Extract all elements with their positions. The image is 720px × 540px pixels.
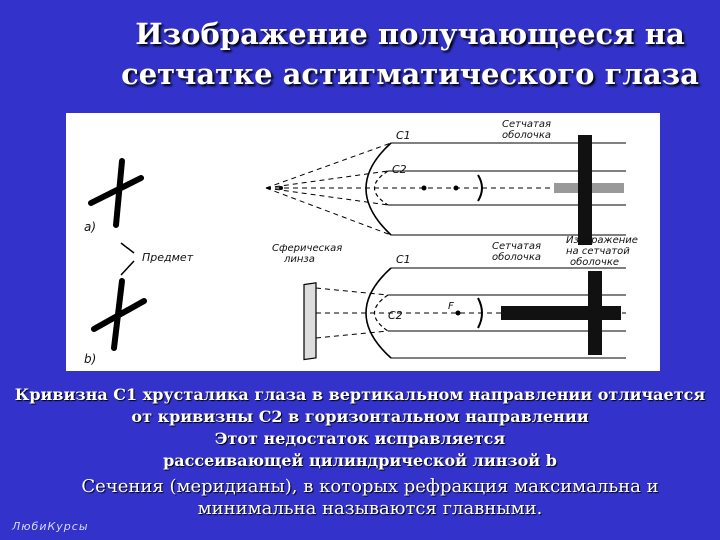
caption-line-1: Кривизна C1 хрусталика глаза в вертикаль…	[14, 385, 706, 404]
label-c1-top: C1	[396, 129, 411, 142]
label-a: a)	[84, 220, 96, 234]
object-cross-a	[88, 158, 144, 228]
image-band-bottom	[501, 306, 621, 320]
label-image-2: на сетчатой	[566, 246, 630, 257]
label-f: F	[448, 301, 454, 312]
image-bar-bottom	[588, 271, 602, 355]
label-retina-top-2: оболочка	[502, 129, 551, 141]
cylinder-lens	[303, 282, 317, 361]
retina-top	[477, 174, 483, 202]
pointer-line-b	[120, 260, 135, 276]
diagram-svg: C1 C2 Сетчатая оболочка a) Предмет Сфери…	[84, 119, 638, 366]
site-logo: ЛюбиКурсы	[12, 520, 89, 533]
image-bar-top	[578, 135, 592, 245]
note: Сечения (меридианы), в которых рефракция…	[20, 476, 720, 520]
label-lens-2: линза	[283, 254, 315, 265]
label-retina-top-1: Сетчатая	[502, 119, 551, 130]
pointer-line-a	[120, 242, 135, 254]
label-image-1: Изображение	[566, 234, 638, 246]
object-cross-b	[91, 278, 147, 351]
title-line-1: Изображение получающееся на	[135, 17, 685, 51]
focus-point-f	[455, 310, 461, 316]
c1-curve-top	[365, 142, 392, 236]
c1-curve-bottom	[365, 267, 392, 359]
note-line-2: минимальна называются главными.	[197, 498, 543, 519]
label-c2-bottom: C2	[388, 309, 403, 322]
label-image-3: оболочке	[570, 256, 619, 268]
label-b: b)	[84, 352, 96, 366]
caption-line-3: Этот недостаток исправляется	[214, 429, 506, 448]
title-line-2: сетчатке астигматического глаза	[121, 57, 699, 91]
caption-line-4: рассеивающей цилиндрической линзой b	[163, 451, 557, 470]
label-c1-bottom: C1	[396, 253, 411, 266]
rays-bottom	[315, 267, 626, 359]
focus-points-top	[279, 185, 459, 191]
label-retina-bottom-2: оболочка	[492, 251, 541, 263]
caption-line-2: от кривизны C2 в горизонтальном направле…	[131, 407, 589, 426]
note-line-1: Сечения (меридианы), в которых рефракция…	[81, 476, 659, 497]
label-c2-top: C2	[392, 163, 407, 176]
astigmatism-diagram: C1 C2 Сетчатая оболочка a) Предмет Сфери…	[66, 113, 660, 371]
label-lens-1: Сферическая	[272, 243, 342, 254]
label-retina-bottom-1: Сетчатая	[492, 241, 541, 252]
label-object: Предмет	[142, 251, 194, 264]
slide-title: Изображение получающееся на сетчатке аст…	[120, 14, 700, 94]
caption: Кривизна C1 хрусталика глаза в вертикаль…	[0, 384, 720, 472]
